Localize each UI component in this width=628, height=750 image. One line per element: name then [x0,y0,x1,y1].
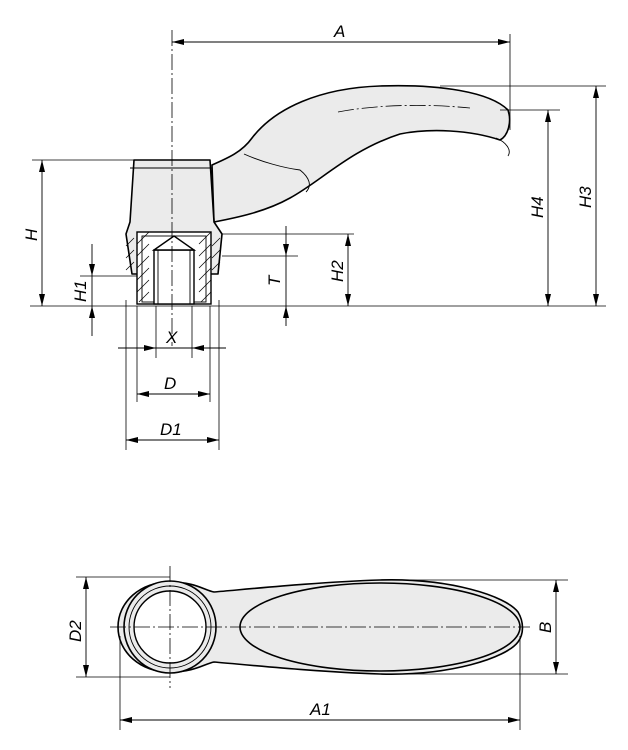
label-H3: H3 [576,186,595,208]
label-T: T [265,274,284,286]
label-A: A [333,22,345,41]
lever-tip-line [495,137,510,157]
dim-T-arrow-top [283,244,289,256]
dim-D1-arrow-left [126,437,138,443]
label-D: D [164,374,176,393]
label-X: X [165,328,178,347]
bore-cone [151,235,197,251]
dim-H-arrow-bottom [39,294,45,306]
section-hatch [125,231,221,303]
dim-X-arrow-left [144,345,156,351]
dim-D1-arrow-right [207,437,219,443]
dim-H1-arrow-top [89,264,95,276]
label-D1: D1 [160,420,182,439]
lever-arm [211,84,511,223]
label-H1: H1 [71,280,90,302]
dim-D2-arrow-top [83,577,89,589]
dim-B-arrow-bottom [553,662,559,674]
top-view: D2 B A1 [66,566,568,730]
dim-X-arrow-right [192,345,204,351]
dim-H1-arrow-bottom [89,306,95,318]
dim-H4-arrow-bottom [545,294,551,306]
dim-D-arrow-right [198,391,210,397]
label-H: H [22,228,41,241]
lever-segment-line [243,153,310,193]
dim-H-arrow-top [39,160,45,172]
label-B: B [536,622,555,633]
dim-H3-arrow-bottom [593,294,599,306]
dim-B-arrow-top [553,580,559,592]
label-H2: H2 [328,260,347,282]
dim-H2-arrow-bottom [345,294,351,306]
label-D2: D2 [66,620,85,642]
label-A1: A1 [309,700,331,719]
dim-D2-arrow-bottom [83,665,89,677]
lever-axis-line [337,104,471,113]
dim-D-arrow-left [137,391,149,397]
dim-A1-arrow-right [508,717,520,723]
threaded-bore [153,249,195,305]
dim-H3-arrow-top [593,86,599,98]
dim-A1-arrow-left [120,717,132,723]
dim-H4-arrow-top [545,110,551,122]
dim-T-arrow-bottom [283,306,289,318]
dim-H2-arrow-top [345,234,351,246]
dim-A-arrow-right [498,39,510,45]
label-H4: H4 [528,196,547,218]
side-view: A H H1 T H2 H4 H3 X [22,22,606,450]
dim-A-arrow-left [172,39,184,45]
